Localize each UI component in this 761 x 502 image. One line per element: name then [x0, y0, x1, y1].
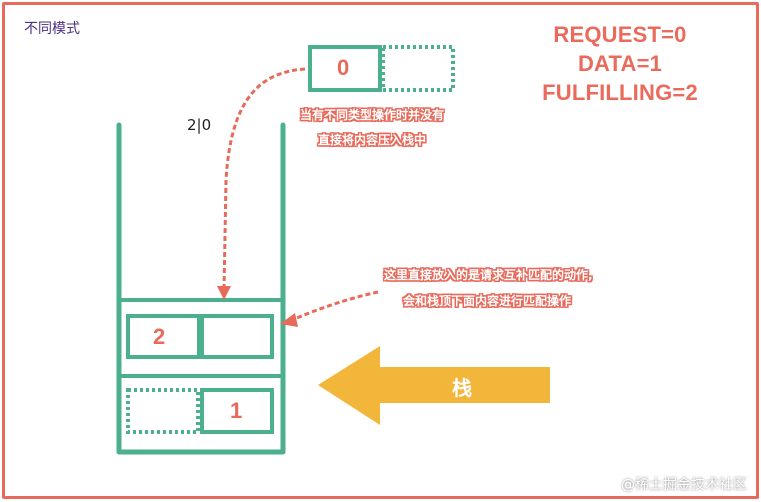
- stack-container: [116, 122, 286, 455]
- stack-node-1-left-cell: [126, 314, 201, 359]
- stack-node-2-right-value: 1: [230, 398, 243, 423]
- note-top-line-1: 当有不同类型操作时并没有: [300, 108, 445, 122]
- legend-fulfilling: FULFILLING=2: [542, 80, 698, 105]
- note-right-line-1: 这里直接放入的是请求互补匹配的动作,: [384, 268, 593, 282]
- note-right-line-2: 会和栈顶下面内容进行匹配操作: [403, 294, 572, 308]
- match-arrow-path: [291, 290, 379, 322]
- legend-data: DATA=1: [577, 51, 663, 76]
- push-arrow-path: [222, 67, 306, 291]
- match-arrow-head: [280, 313, 298, 327]
- incoming-node-value: 0: [337, 55, 350, 80]
- stack-node-1-right-cell: [200, 314, 274, 359]
- stack-node-2-right-cell: [200, 388, 274, 434]
- stack-direction-arrow: [318, 346, 550, 425]
- stack-node-2-left-cell: [126, 388, 200, 434]
- stack-node-1-left-value: 2: [153, 324, 166, 349]
- incoming-node-left-cell: [308, 45, 382, 92]
- stack-top-value: 2|0: [187, 116, 212, 134]
- stack-arrow-label: 栈: [452, 376, 472, 400]
- mode-label: 不同模式: [24, 21, 80, 37]
- legend: REQUEST=0 DATA=1 FULFILLING=2: [525, 20, 715, 107]
- push-arrow-head: [217, 286, 231, 300]
- incoming-node-right-cell: [381, 45, 455, 92]
- note-top-line-2: 直接将内容压入栈中: [318, 133, 427, 147]
- legend-request: REQUEST=0: [553, 22, 687, 47]
- watermark: @稀土掘金技术社区: [621, 477, 747, 493]
